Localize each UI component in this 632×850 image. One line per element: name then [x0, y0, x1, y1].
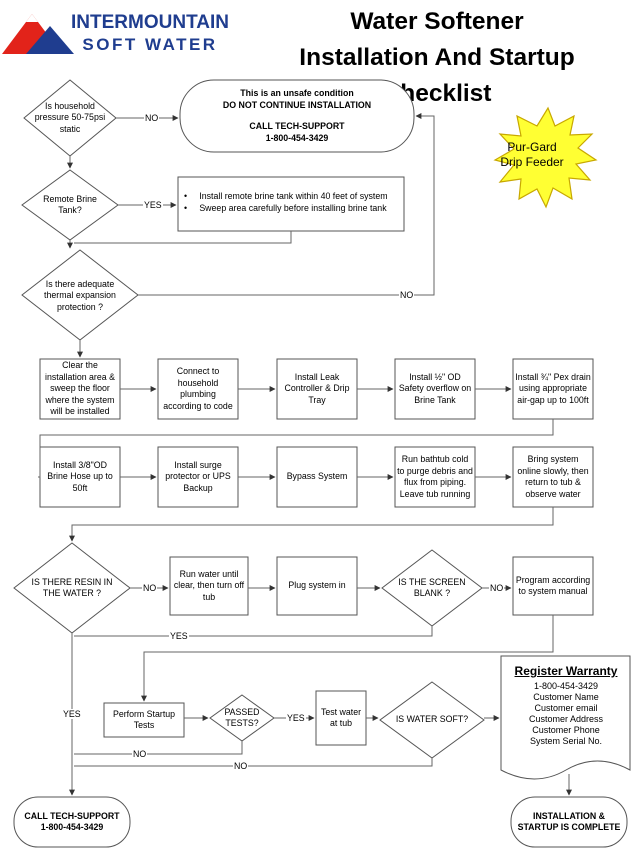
- perform-tests-step: Perform Startup Tests: [112, 708, 176, 731]
- row2-step-5: Bring system online slowly, then return …: [517, 454, 589, 499]
- row1-step-1: Clear the installation area & sweep the …: [45, 360, 115, 417]
- label-no-resin: NO: [142, 583, 158, 593]
- passed-question: PASSED TESTS?: [224, 706, 260, 729]
- company-logo: INTERMOUNTAIN SOFT WATER: [2, 12, 228, 54]
- row2-box-1: [39, 446, 121, 508]
- row1-box-4: [394, 358, 476, 420]
- label-no-screen: NO: [489, 583, 505, 593]
- unsafe-line-1: This is an unsafe condition: [240, 88, 354, 98]
- logo-name-bottom: SOFT WATER: [82, 35, 217, 54]
- perform-tests-box: [103, 702, 185, 738]
- row2-box-2: [157, 446, 239, 508]
- row2-box-3: [276, 446, 358, 508]
- unsafe-line-4: 1-800-454-3429: [265, 132, 329, 143]
- unsafe-line-2: DO NOT CONTINUE INSTALLATION: [222, 99, 372, 110]
- row1-box-2: [157, 358, 239, 420]
- label-yes-brine: YES: [143, 200, 163, 210]
- complete-line-1: INSTALLATION &: [533, 810, 605, 821]
- label-no-passed: NO: [132, 749, 148, 759]
- label-yes-resin: YES: [62, 709, 82, 719]
- call-support-line-1: CALL TECH-SUPPORT: [24, 810, 120, 821]
- plug-in-box: [276, 556, 358, 616]
- unsafe-terminator: [179, 79, 415, 153]
- label-no-soft: NO: [233, 761, 249, 771]
- logo-snow-cap: [26, 14, 38, 22]
- warranty-block: Register Warranty 1-800-454-3429 Custome…: [503, 664, 629, 747]
- warranty-line: System Serial No.: [529, 736, 603, 746]
- brine-instruction-list: • Install remote brine tank within 40 fe…: [184, 190, 388, 214]
- row2-step-2: Install surge protector or UPS Backup: [165, 459, 231, 493]
- row1-step-4: Install ½" OD Safety overflow on Brine T…: [398, 371, 472, 405]
- call-support-line-2: 1-800-454-3429: [40, 822, 104, 832]
- warranty-line: Customer Address: [528, 714, 604, 724]
- call-support-text: CALL TECH-SUPPORT 1-800-454-3429: [14, 797, 130, 847]
- starburst-text: Pur-Gard Drip Feeder: [470, 140, 594, 170]
- test-water-box: [315, 690, 367, 746]
- thermal-question: Is there adequate thermal expansion prot…: [44, 278, 116, 312]
- title-line-1: Water Softener: [350, 8, 524, 35]
- warranty-document: [500, 655, 631, 780]
- complete-terminator: [510, 796, 628, 848]
- complete-line-2: STARTUP IS COMPLETE: [517, 822, 621, 832]
- warranty-title: Register Warranty: [514, 664, 618, 678]
- row1-box-3: [276, 358, 358, 420]
- row2-box-5: [512, 446, 594, 508]
- resin-question: IS THERE RESIN IN THE WATER ?: [31, 576, 113, 599]
- label-no-pressure: NO: [144, 113, 160, 123]
- run-water-box: [169, 556, 249, 616]
- logo-blue-mountain: [26, 26, 74, 54]
- program-step: Program according to system manual: [515, 574, 591, 597]
- label-yes-passed: YES: [286, 713, 306, 723]
- warranty-line: Customer email: [534, 703, 598, 713]
- row1-step-2: Connect to household plumbing according …: [163, 366, 233, 411]
- row1-step-3: Install Leak Controller & Drip Tray: [284, 371, 350, 405]
- brine-instruction-item: • Sweep area carefully before installing…: [184, 203, 387, 213]
- plug-in-step: Plug system in: [288, 580, 346, 591]
- pressure-question: Is household pressure 50-75psi static: [34, 100, 106, 134]
- brine-question: Remote Brine Tank?: [43, 193, 97, 216]
- unsafe-text: This is an unsafe condition DO NOT CONTI…: [186, 84, 408, 148]
- row2-step-3: Bypass System: [286, 471, 348, 482]
- soft-question: IS WATER SOFT?: [395, 714, 469, 725]
- warranty-line: Customer Phone: [532, 725, 600, 735]
- label-no-thermal: NO: [399, 290, 415, 300]
- logo-name-top: INTERMOUNTAIN: [71, 12, 228, 33]
- row2-step-1: Install 3/8"OD Brine Hose up to 50ft: [47, 459, 113, 493]
- label-yes-screen: YES: [169, 631, 189, 641]
- program-box: [512, 556, 594, 616]
- row1-step-5: Install ¾" Pex drain using appropriate a…: [515, 371, 591, 405]
- starburst: [493, 106, 598, 209]
- test-water-step: Test water at tub: [320, 706, 362, 729]
- row2-box-4: [394, 446, 476, 508]
- complete-text: INSTALLATION & STARTUP IS COMPLETE: [511, 797, 627, 847]
- run-water-step: Run water until clear, then turn off tub: [173, 568, 245, 602]
- starburst-line-2: Drip Feeder: [500, 155, 564, 169]
- unsafe-line-3: CALL TECH-SUPPORT: [249, 121, 345, 131]
- warranty-line: Customer Name: [533, 692, 599, 702]
- row1-box-5: [512, 358, 594, 420]
- row2-step-4: Run bathtub cold to purge debris and flu…: [397, 454, 473, 499]
- warranty-line: 1-800-454-3429: [533, 681, 599, 691]
- starburst-line-1: Pur-Gard: [507, 140, 557, 154]
- call-support-terminator: [13, 796, 131, 848]
- brine-instruction-box: [177, 176, 405, 232]
- screen-question: IS THE SCREEN BLANK ?: [398, 576, 466, 599]
- title-line-2: Installation And Startup: [299, 44, 575, 71]
- brine-instruction-item: • Install remote brine tank within 40 fe…: [184, 191, 388, 201]
